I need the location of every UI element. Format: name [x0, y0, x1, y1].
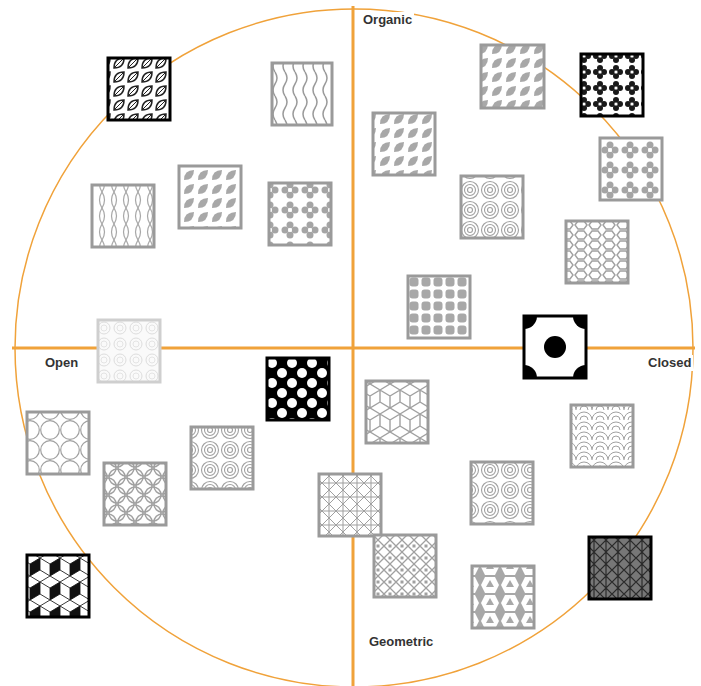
axis-label: Geometric: [367, 634, 435, 650]
pattern-tiles: [27, 45, 662, 628]
axis-label: Closed: [646, 355, 693, 371]
axis-label: Organic: [361, 12, 414, 28]
axis-label: Open: [43, 355, 80, 371]
vertical-axis: [352, 6, 355, 686]
